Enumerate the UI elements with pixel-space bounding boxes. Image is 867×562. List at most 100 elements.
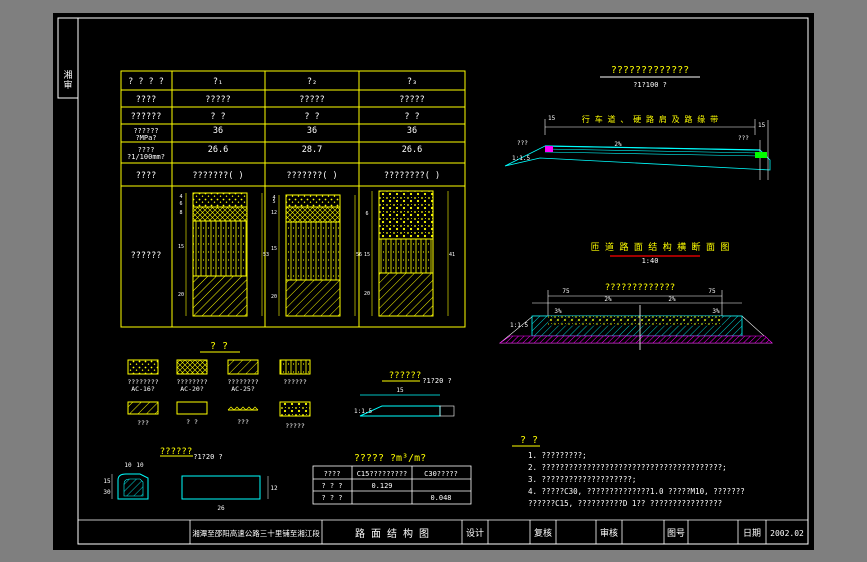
small-detail-title: ?????? xyxy=(160,447,193,457)
section-bottom-drawing xyxy=(499,290,773,350)
dim-label: 12 xyxy=(271,210,277,216)
layer-table-cell: 36 xyxy=(307,126,317,136)
section-bottom-title: 匝 道 路 面 结 构 横 断 面 图 xyxy=(591,241,730,253)
dim-label: 15 xyxy=(271,246,277,252)
title-design-label: 设计 xyxy=(466,527,484,539)
section-top-title: ????????????? xyxy=(611,65,689,76)
quantity-header: C30????? xyxy=(424,470,458,478)
curb-detail-title: ?????? xyxy=(389,371,422,381)
notes-lines: 1. ?????????;2. ????????????????????????… xyxy=(528,451,745,508)
layer-table-cell: 36 xyxy=(213,126,223,136)
title-date: 2002.02 xyxy=(770,529,804,538)
legend-label: ? ? xyxy=(186,418,198,426)
quantity-cell: 0.129 xyxy=(371,482,392,490)
legend-swatches xyxy=(127,359,311,417)
legend-label: ???????? xyxy=(127,378,158,386)
legend-label: ????? xyxy=(285,422,305,430)
curb-detail-scale: ?1?20 ? xyxy=(422,377,452,385)
dim-label: 20 xyxy=(364,291,370,297)
layer-table-cell: ?₁ xyxy=(213,77,223,87)
section-top-l1: ??? xyxy=(517,140,528,147)
side-stamp: 湘审 xyxy=(63,69,72,91)
layer-table-cell: 28.7 xyxy=(302,145,322,155)
legend-label: ???????? xyxy=(176,378,207,386)
quantity-table-grid xyxy=(312,465,472,505)
legend-label: AC-20? xyxy=(180,385,204,393)
title-drawing-no-label: 图号 xyxy=(667,528,685,539)
layer-table-cell: ? ? xyxy=(404,112,419,122)
title-date-label: 日期 xyxy=(743,528,761,539)
layer-table-cell: ????? xyxy=(299,95,325,105)
notes-title: ? ? xyxy=(520,435,538,446)
small-dim-top: 10 xyxy=(124,462,132,469)
legend-labels: ????????AC-16?????????AC-20?????????AC-2… xyxy=(127,378,306,430)
inner-frame xyxy=(77,17,809,545)
small-detail-scale: ?1?20 ? xyxy=(193,453,223,461)
dim-total: 56 xyxy=(356,252,362,258)
quantity-cell: 0.048 xyxy=(430,494,451,502)
legend-label: AC-16? xyxy=(131,385,155,393)
quantity-header: C15????????? xyxy=(357,470,408,478)
section-bottom-l1: 3% xyxy=(554,308,562,315)
title-review-label: 复核 xyxy=(534,527,552,539)
note-line: 4. ?????C30, ??????????????1.0 ?????M10,… xyxy=(528,487,745,496)
quantity-table-text: ????C15?????????C30?????? ? ?0.129? ? ?0… xyxy=(321,470,457,502)
quantity-cell: ? ? ? xyxy=(321,482,342,490)
layer-table-cell: ???????( ) xyxy=(192,171,243,181)
section-top-pct: 2% xyxy=(614,141,622,148)
quantity-header: ???? xyxy=(324,470,341,478)
structure-column-2 xyxy=(285,194,341,317)
section-top-dim-right: 15 xyxy=(758,122,766,129)
small-dim-rect-w: 26 xyxy=(217,505,225,512)
dim-label: 8 xyxy=(179,210,182,216)
legend-label: ?????? xyxy=(283,378,307,386)
layer-table-cell: ???? xyxy=(136,171,156,181)
title-project: 湘潭至邵阳高速公路三十里铺至湘江段 xyxy=(192,528,320,538)
section-top-slope: 1:1.5 xyxy=(512,155,530,162)
section-bottom-pct-r: 2% xyxy=(668,296,676,303)
dim-label: 6 xyxy=(365,211,368,217)
dim-label: 4 xyxy=(179,194,182,200)
note-line: 1. ?????????; xyxy=(528,451,587,460)
layer-table-text: ? ? ? ??₁?₂?₃?????????????????????????? … xyxy=(127,77,440,261)
layer-table-cell: ???????( ) xyxy=(286,171,337,181)
layer-table-cell: ????????( ) xyxy=(384,171,440,181)
dim-total: 41 xyxy=(449,252,455,258)
section-top-dim-left: 15 xyxy=(548,115,556,122)
dim-label: 6 xyxy=(179,201,182,207)
small-dim-w: 10 xyxy=(136,462,144,469)
section-bottom-pct-l: 2% xyxy=(604,296,612,303)
dim-total: 53 xyxy=(263,252,269,258)
section-bottom-r1: 3% xyxy=(712,308,720,315)
title-approve-label: 审核 xyxy=(600,527,618,539)
layer-table-cell: ? ? xyxy=(210,112,225,122)
structure-column-3 xyxy=(378,190,434,317)
title-block-grid xyxy=(78,519,808,544)
note-line: 3. ????????????????????; xyxy=(528,475,636,484)
layer-table-cell: ????? xyxy=(205,95,231,105)
small-dim-h2: 30 xyxy=(103,489,111,496)
layer-table-cell: 36 xyxy=(407,126,417,136)
dim-label: 15 xyxy=(364,252,370,258)
legend-title: ? ? xyxy=(210,341,228,352)
side-stamp-box xyxy=(57,17,79,99)
layer-table-cell: ?1/100mm? xyxy=(127,153,165,161)
layer-table-cell: ? ? xyxy=(304,112,319,122)
pavement-layer-table xyxy=(120,70,466,328)
layer-table-cell: ????? xyxy=(399,95,425,105)
section-top-scale: ?1?100 ? xyxy=(633,81,667,89)
section-bottom-dim-right: 75 xyxy=(708,288,716,295)
legend-label: ??? xyxy=(137,419,149,427)
dim-label: 20 xyxy=(178,292,184,298)
section-top-deck-label: 行 车 道 、 硬 路 肩 及 路 缘 带 xyxy=(582,114,718,124)
curb-dim-b: 1:1.5 xyxy=(354,408,372,415)
legend-label: ??? xyxy=(237,418,249,426)
dim-label: 4 xyxy=(272,195,275,201)
layer-table-cell: ? ? ? ? xyxy=(128,77,164,87)
dim-label: 20 xyxy=(271,294,277,300)
section-bottom-slope: 1:1.5 xyxy=(510,322,528,329)
layer-table-cell: ?₃ xyxy=(407,77,417,87)
layer-table-cell: ?????? xyxy=(131,112,162,122)
